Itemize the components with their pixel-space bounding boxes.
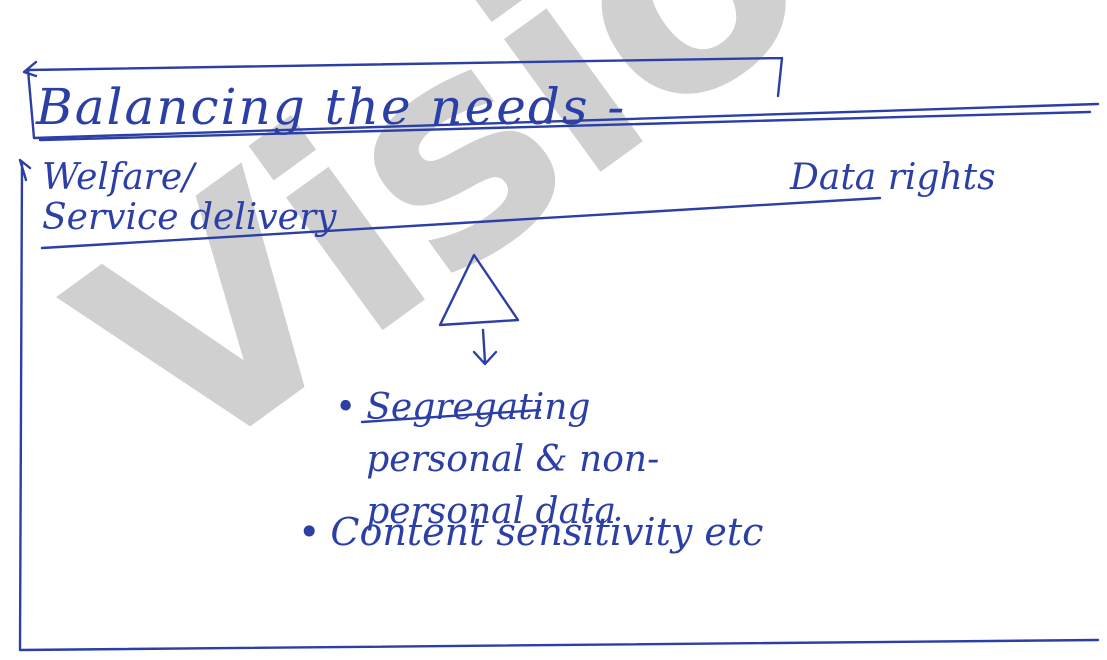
balance-beam (40, 196, 882, 250)
list-item-1-text: Segregating personal & non-personal data (366, 387, 660, 532)
bullet-dot-icon: • (335, 387, 357, 428)
list-item-2-text: Content sensitivity etc (330, 510, 764, 554)
diagram-title: Balancing the needs - (36, 78, 627, 136)
fulcrum-triangle (438, 253, 520, 327)
title-box (22, 56, 1100, 140)
down-arrow (472, 328, 498, 366)
left-label: Welfare/ Service delivery (42, 158, 342, 238)
right-label: Data rights (790, 157, 996, 198)
list-item-2: •Content sensitivity etc (298, 510, 763, 554)
bullet-dot-icon: • (298, 510, 321, 554)
list-item-1: •Segregating personal & non-personal dat… (335, 382, 726, 538)
left-label-text: Welfare/ Service delivery (42, 157, 337, 238)
segregating-underline (360, 408, 542, 424)
title-underline (38, 110, 1092, 142)
content-box (18, 158, 1100, 652)
